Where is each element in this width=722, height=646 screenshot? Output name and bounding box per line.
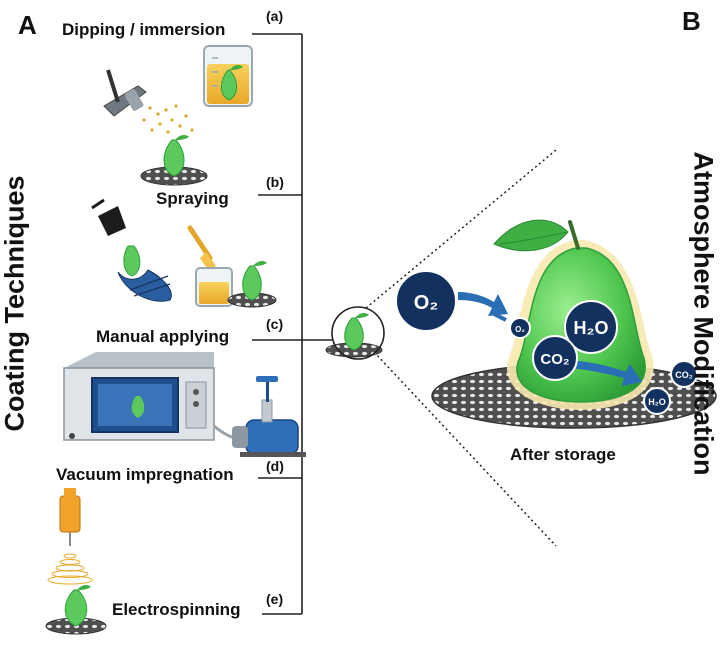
molecule-h2o-small: H₂O	[643, 387, 671, 415]
molecule-o2-large: O₂	[395, 270, 457, 332]
step-marker-a: (a)	[266, 8, 284, 24]
molecule-co2-large: CO₂	[532, 335, 578, 381]
molecule-o2-small: O₂	[509, 317, 531, 339]
dipping-illustration	[203, 45, 253, 107]
technique-label-electrospinning: Electrospinning	[112, 600, 241, 619]
mol-h2o-small-text: H₂O	[648, 397, 666, 407]
vacuum-illustration	[63, 352, 306, 457]
electrospinning-illustration	[45, 488, 107, 635]
mol-o2-large-text: O₂	[414, 292, 438, 314]
technique-label-spraying: Spraying	[156, 189, 229, 208]
step-marker-c: (c)	[266, 316, 284, 332]
step-marker-e: (e)	[266, 591, 284, 607]
zoom-lines	[365, 149, 557, 547]
technique-label-vacuum: Vacuum impregnation	[56, 465, 234, 484]
section-title-coating: Coating Techniques	[0, 175, 30, 432]
technique-brace	[252, 33, 332, 615]
arrow-o2-small	[493, 312, 507, 322]
molecule-h2o-large: H₂O	[564, 300, 618, 354]
spraying-illustration	[103, 69, 208, 186]
storage-caption: After storage	[510, 445, 616, 464]
mol-h2o-large-text: H₂O	[574, 318, 609, 338]
mol-o2-small-text: O₂	[515, 325, 525, 334]
section-title-atmosphere: Atmosphere Modification	[688, 151, 719, 476]
manual-applying-illustration	[91, 198, 277, 308]
arrow-co2-out	[570, 360, 642, 386]
technique-label-manual: Manual applying	[96, 327, 230, 346]
panel-label-b: B	[682, 6, 701, 36]
technique-label-dipping: Dipping / immersion	[62, 20, 226, 39]
mol-co2-small-text: CO₂	[675, 370, 693, 380]
center-pear	[325, 306, 385, 360]
arrow-o2-in	[458, 292, 508, 316]
mol-co2-large-text: CO₂	[540, 351, 569, 368]
molecule-co2-small: CO₂	[670, 360, 698, 388]
step-marker-d: (d)	[266, 458, 284, 474]
panel-label-a: A	[18, 10, 37, 40]
step-marker-b: (b)	[266, 174, 284, 190]
